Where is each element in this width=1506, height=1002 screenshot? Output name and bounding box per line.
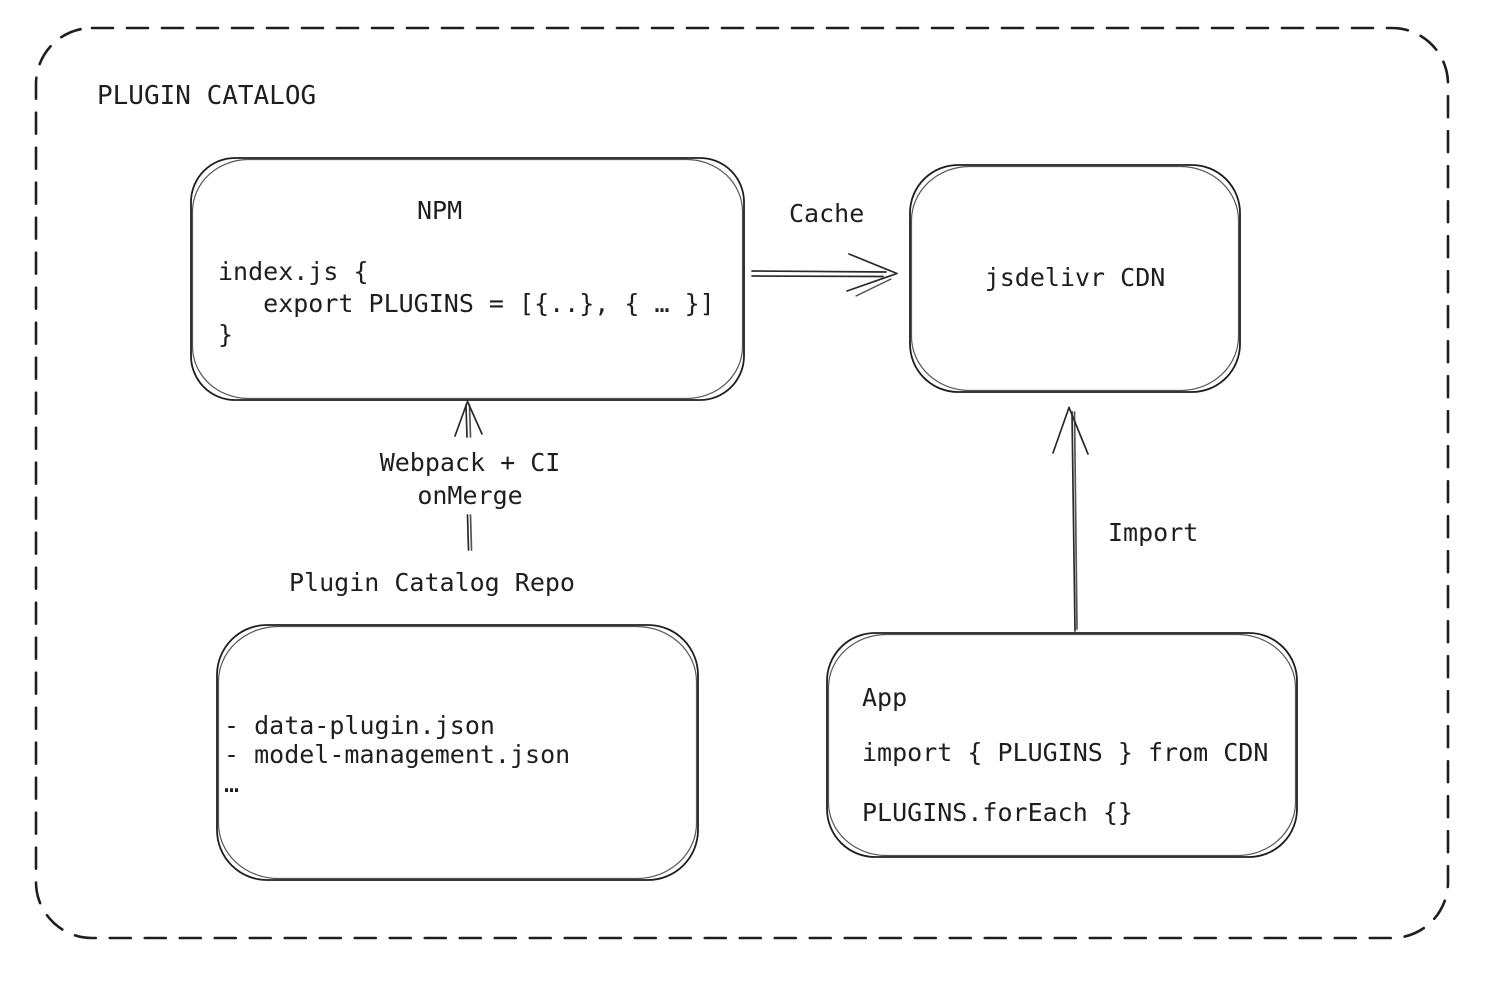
catalog-boundary [34, 26, 1450, 940]
npm-box-title: NPM [417, 196, 463, 225]
import-arrow-label: Import [1108, 518, 1199, 547]
npm-box [190, 157, 745, 401]
cdn-label: jsdelivr CDN [984, 263, 1166, 292]
app-title: App [862, 683, 908, 712]
cdn-box [909, 164, 1241, 393]
repo-label: Plugin Catalog Repo [289, 568, 575, 597]
app-box [826, 632, 1298, 858]
build-arrow-label: Webpack + CI onMerge [379, 448, 561, 510]
repo-box [216, 624, 699, 881]
diagram-title: PLUGIN CATALOG [97, 81, 317, 111]
npm-code: index.js { export PLUGINS = [{..}, { … }… [218, 257, 715, 349]
app-code-import: import { PLUGINS } from CDN [862, 738, 1269, 767]
cache-arrow-label: Cache [789, 199, 865, 228]
repo-file-list: - data-plugin.json - model-management.js… [224, 711, 571, 798]
app-code-foreach: PLUGINS.forEach {} [862, 798, 1133, 827]
build-arrow [454, 400, 483, 551]
import-arrow [1052, 406, 1089, 632]
cache-arrow [751, 253, 898, 297]
